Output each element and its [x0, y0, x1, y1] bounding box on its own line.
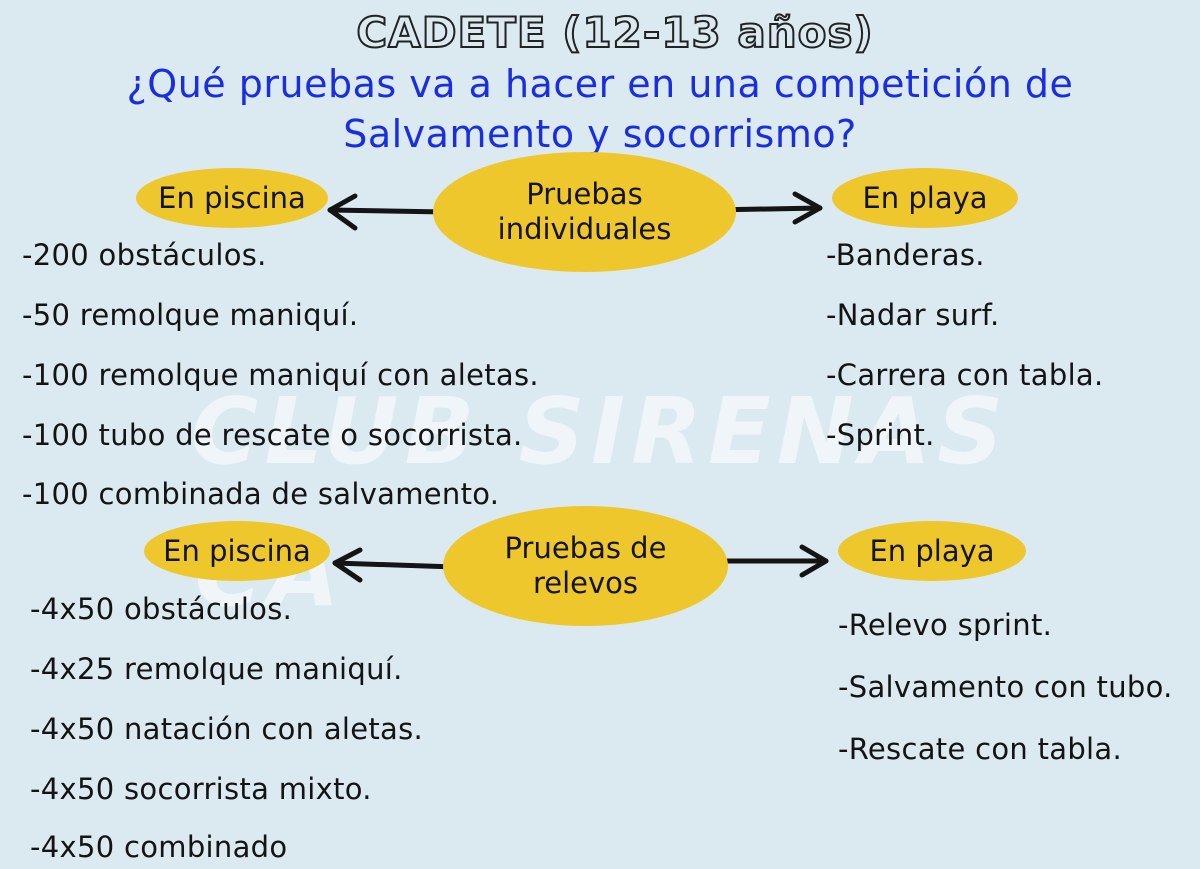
list-item: -4x50 socorrista mixto.	[30, 772, 372, 806]
question-line-1: ¿Qué pruebas va a hacer en una competici…	[126, 62, 1074, 106]
node-individuales-piscina-label: En piscina	[158, 180, 306, 215]
question-line-2: Salvamento y socorrismo?	[343, 112, 857, 156]
node-relevos-playa-label: En playa	[869, 533, 995, 568]
list-item: -Salvamento con tubo.	[838, 670, 1173, 704]
arrow-relevos-piscina	[332, 560, 458, 570]
list-item: -50 remolque maniquí.	[22, 298, 359, 332]
arrowhead-relevos-piscina	[332, 547, 363, 583]
node-pruebas-relevos: Pruebas de relevos	[443, 506, 728, 626]
node-pruebas-individuales-label: Pruebas individuales	[497, 177, 672, 246]
list-item: -Relevo sprint.	[838, 608, 1053, 642]
node-relevos-playa: En playa	[838, 521, 1026, 581]
list-item: -4x50 natación con aletas.	[30, 712, 424, 746]
list-item: -200 obstáculos.	[22, 238, 267, 272]
arrow-individuales-piscina	[327, 207, 448, 215]
list-item: -Banderas.	[826, 238, 985, 272]
watermark-line-1: CLUB SIRENAS	[190, 378, 1010, 485]
list-item: -Nadar surf.	[826, 298, 1000, 332]
list-item: -100 combinada de salvamento.	[22, 477, 500, 511]
list-item: -4x25 remolque maniquí.	[30, 652, 403, 686]
list-item: -4x50 combinado	[30, 830, 288, 864]
arrowhead-relevos-playa	[799, 544, 829, 578]
node-pruebas-individuales: Pruebas individuales	[433, 152, 736, 272]
list-item: -Carrera con tabla.	[826, 358, 1104, 392]
node-individuales-playa-label: En playa	[862, 180, 988, 215]
list-item: -100 remolque maniquí con aletas.	[22, 358, 539, 392]
page-title: CADETE (12-13 años)	[355, 7, 874, 58]
node-individuales-playa: En playa	[832, 168, 1018, 228]
node-relevos-piscina: En piscina	[144, 521, 330, 581]
arrowhead-individuales-playa	[792, 191, 823, 225]
node-individuales-piscina: En piscina	[136, 168, 328, 228]
list-item: -Sprint.	[826, 418, 935, 452]
node-relevos-piscina-label: En piscina	[163, 533, 311, 568]
list-item: -Rescate con tabla.	[838, 732, 1122, 766]
arrowhead-individuales-piscina	[327, 193, 358, 231]
list-item: -100 tubo de rescate o socorrista.	[22, 418, 523, 452]
list-item: -4x50 obstáculos.	[30, 592, 293, 626]
node-pruebas-relevos-label: Pruebas de relevos	[504, 531, 667, 600]
